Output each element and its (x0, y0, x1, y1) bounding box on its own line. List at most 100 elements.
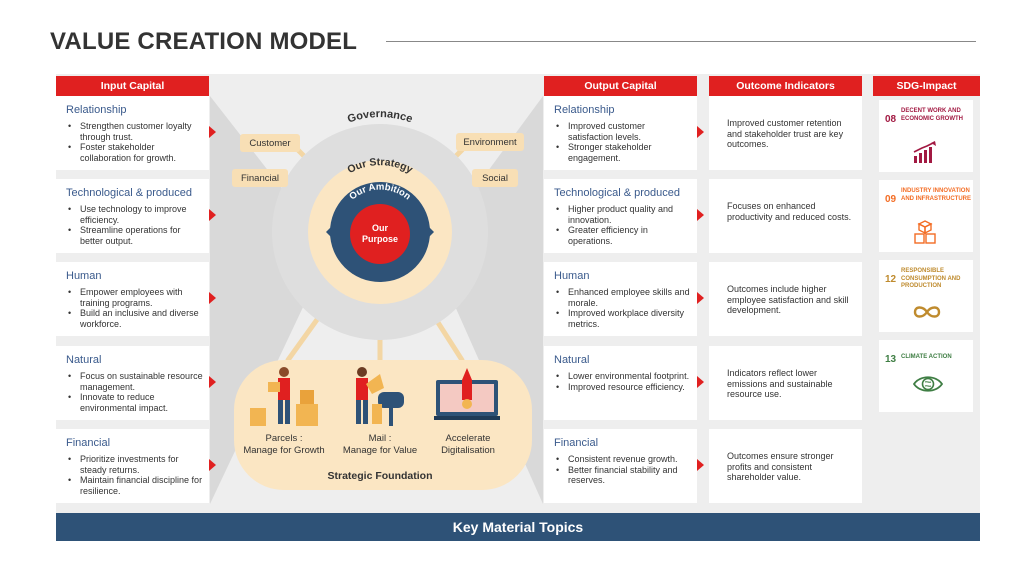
arrow-right-icon (697, 126, 704, 138)
card-title: Relationship (554, 104, 615, 116)
parcels-illustration (250, 367, 318, 426)
outcome-card-financial: Outcomes ensure stronger profits and con… (709, 429, 862, 503)
sdg-number: 12 (885, 274, 897, 285)
bullet: Lower environmental footprint. (556, 371, 691, 382)
arrow-right-icon (697, 376, 704, 388)
key-material-topics-bar: Key Material Topics (56, 513, 980, 541)
foundation-item-line1: Mail : (368, 433, 392, 444)
outcome-card-relationship: Improved customer retention and stakehol… (709, 96, 862, 170)
bullet-list: Use technology to improve efficiency. St… (68, 204, 203, 246)
arrow-right-icon (209, 376, 216, 388)
bullet-list: Consistent revenue growth. Better financ… (556, 454, 691, 486)
bullet-list: Higher product quality and innovation. G… (556, 204, 691, 246)
bullet-list: Empower employees with training programs… (68, 287, 203, 329)
outcome-card-human: Outcomes include higher employee satisfa… (709, 262, 862, 336)
arrow-right-icon (209, 459, 216, 471)
arrow-right-icon (209, 209, 216, 221)
foundation-title: Strategic Foundation (327, 470, 433, 482)
digitalisation-illustration (434, 368, 500, 420)
bullet-list: Lower environmental footprint. Improved … (556, 371, 691, 392)
card-title: Relationship (66, 104, 127, 116)
eye-globe-icon (912, 376, 944, 392)
bullet: Build an inclusive and diverse workforce… (68, 308, 203, 329)
sdg-label: RESPONSIBLE CONSUMPTION AND PRODUCTION (901, 268, 961, 289)
sdg-card-12: 12 RESPONSIBLE CONSUMPTION AND PRODUCTIO… (879, 260, 973, 332)
foundation-item-line2: Digitalisation (441, 445, 495, 456)
output-card-human: Human Enhanced employee skills and moral… (544, 262, 697, 336)
arrow-right-icon (697, 209, 704, 221)
input-card-financial: Financial Prioritize investments for ste… (56, 429, 209, 503)
bullet-list: Improved customer satisfaction levels. S… (556, 121, 691, 163)
bullet-list: Prioritize investments for steady return… (68, 454, 203, 496)
header-input-capital: Input Capital (56, 76, 209, 96)
output-card-natural: Natural Lower environmental footprint. I… (544, 346, 697, 420)
sdg-card-08: 08 DECENT WORK AND ECONOMIC GROWTH (879, 100, 973, 172)
title-divider (386, 41, 976, 42)
svg-text:Governance: Governance (346, 108, 414, 125)
sdg-label: DECENT WORK AND ECONOMIC GROWTH (901, 108, 963, 122)
infinity-icon (913, 306, 941, 318)
card-title: Financial (66, 437, 111, 449)
governance-label: Governance (346, 108, 414, 125)
input-card-human: Human Empower employees with training pr… (56, 262, 209, 336)
output-card-relationship: Relationship Improved customer satisfact… (544, 96, 697, 170)
pill-customer: Customer (240, 134, 300, 152)
bullet: Enhanced employee skills and morale. (556, 287, 691, 308)
bullet: Empower employees with training programs… (68, 287, 203, 308)
bullet: Higher product quality and innovation. (556, 204, 691, 225)
bullet-list: Focus on sustainable resource management… (68, 371, 203, 413)
outcome-text: Outcomes ensure stronger profits and con… (727, 451, 834, 482)
card-title: Financial (554, 437, 599, 449)
header-output-capital: Output Capital (544, 76, 697, 96)
page-title: VALUE CREATION MODEL (50, 28, 358, 55)
foundation-item-line2: Manage for Growth (243, 445, 325, 456)
bullet-list: Strengthen customer loyalty through trus… (68, 121, 203, 163)
bullet: Streamline operations for better output. (68, 225, 203, 246)
bullet: Use technology to improve efficiency. (68, 204, 203, 225)
outcome-card-natural: Indicators reflect lower emissions and s… (709, 346, 862, 420)
arrow-right-icon (209, 126, 216, 138)
outcome-card-technological: Focuses on enhanced productivity and red… (709, 179, 862, 253)
card-title: Technological & produced (554, 187, 680, 199)
card-title: Human (554, 270, 590, 282)
output-card-technological: Technological & produced Higher product … (544, 179, 697, 253)
sdg-number: 13 (885, 354, 897, 365)
arrow-right-icon (697, 292, 704, 304)
sdg-card-13: 13 CLIMATE ACTION (879, 340, 973, 412)
sdg-number: 09 (885, 194, 897, 205)
output-card-financial: Financial Consistent revenue growth. Bet… (544, 429, 697, 503)
purpose-label-2: Purpose (362, 234, 398, 244)
foundation-item-parcels: Parcels : Manage for Growth (236, 433, 332, 457)
mail-illustration (356, 367, 404, 426)
card-title: Natural (66, 354, 102, 366)
bullet: Greater efficiency in operations. (556, 225, 691, 246)
header-sdg-impact: SDG-Impact (873, 76, 980, 96)
pill-social: Social (472, 169, 518, 187)
bullet: Stronger stakeholder engagement. (556, 142, 691, 163)
input-card-relationship: Relationship Strengthen customer loyalty… (56, 96, 209, 170)
input-card-technological: Technological & produced Use technology … (56, 179, 209, 253)
outcome-text: Outcomes include higher employee satisfa… (727, 284, 849, 315)
purpose-label-1: Our (372, 223, 388, 233)
input-card-natural: Natural Focus on sustainable resource ma… (56, 346, 209, 420)
bullet: Prioritize investments for steady return… (68, 454, 203, 475)
bullet: Strengthen customer loyalty through trus… (68, 121, 203, 142)
cubes-icon (914, 220, 936, 244)
pill-environment: Environment (456, 133, 524, 151)
arrow-right-icon (209, 292, 216, 304)
card-title: Human (66, 270, 102, 282)
pill-financial: Financial (232, 169, 288, 187)
sdg-label: CLIMATE ACTION (901, 354, 952, 360)
sdg-number: 08 (885, 114, 897, 125)
bullet: Focus on sustainable resource management… (68, 371, 203, 392)
sdg-label: INDUSTRY INNOVATION AND INFRASTRUCTURE (901, 188, 971, 202)
foundation-item-line1: Parcels : (265, 433, 303, 444)
bullet: Better financial stability and reserves. (556, 465, 691, 486)
bullet: Improved resource efficiency. (556, 382, 691, 393)
bullet: Consistent revenue growth. (556, 454, 691, 465)
outcome-text: Improved customer retention and stakehol… (727, 118, 844, 149)
foundation-item-mail: Mail : Manage for Value (332, 433, 428, 457)
card-title: Technological & produced (66, 187, 192, 199)
arrow-right-icon (697, 459, 704, 471)
growth-chart-icon (913, 141, 936, 163)
